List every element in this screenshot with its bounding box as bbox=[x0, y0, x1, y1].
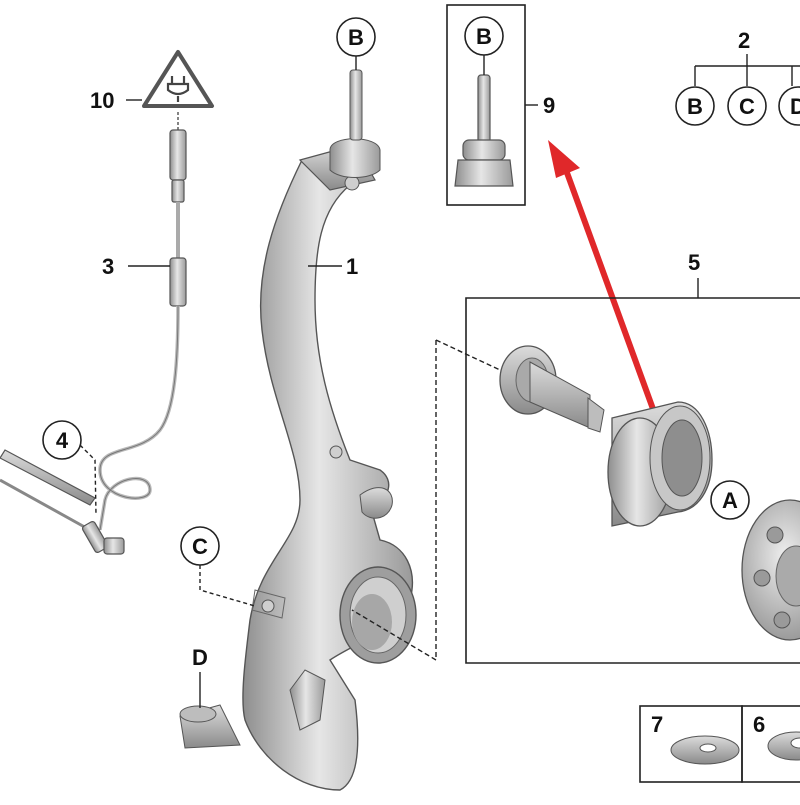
leader-c-knuckle bbox=[199, 565, 256, 607]
label-c-group2: C bbox=[739, 94, 755, 119]
hub-flange-shaft bbox=[499, 345, 605, 433]
label-b-box9: B bbox=[476, 24, 492, 49]
label-d-group2: D bbox=[790, 94, 800, 119]
callout-9: 9 bbox=[543, 93, 555, 118]
electrical-plug-warning-icon bbox=[142, 50, 214, 108]
group-2-bracket bbox=[694, 54, 800, 86]
label-b-group2: B bbox=[687, 94, 703, 119]
label-b-top: B bbox=[348, 25, 364, 50]
wheel-bearing bbox=[607, 401, 713, 527]
ball-joint-box bbox=[454, 55, 514, 187]
steering-knuckle bbox=[179, 56, 417, 791]
callout-6: 6 bbox=[753, 712, 765, 737]
label-d-knuckle: D bbox=[192, 645, 208, 670]
callout-2: 2 bbox=[738, 28, 750, 53]
red-arrow-indicator bbox=[548, 140, 660, 422]
label-a-bearing: A bbox=[722, 488, 738, 513]
leader-4 bbox=[79, 444, 97, 516]
box-part-6 bbox=[741, 705, 800, 783]
callout-4: 4 bbox=[56, 428, 69, 453]
abs-sensor-wire bbox=[98, 112, 187, 531]
label-c-knuckle: C bbox=[192, 534, 208, 559]
circle-4 bbox=[42, 420, 82, 460]
callout-7: 7 bbox=[651, 712, 663, 737]
circle-c-group2 bbox=[727, 86, 767, 126]
washer-6 bbox=[767, 731, 800, 761]
washer-7 bbox=[670, 735, 740, 765]
wheel-hub bbox=[741, 499, 800, 641]
box-part-5 bbox=[465, 297, 800, 664]
leader-axis-5 bbox=[351, 340, 437, 662]
circle-b-box9 bbox=[464, 16, 504, 56]
callout-1: 1 bbox=[346, 254, 358, 279]
callout-3: 3 bbox=[102, 254, 114, 279]
callout-5: 5 bbox=[688, 250, 700, 275]
circle-a-bearing bbox=[710, 480, 750, 520]
circle-d-group2 bbox=[778, 86, 800, 126]
circle-b-top bbox=[336, 17, 376, 57]
circle-b-group2 bbox=[675, 86, 715, 126]
callout-10: 10 bbox=[90, 88, 114, 113]
